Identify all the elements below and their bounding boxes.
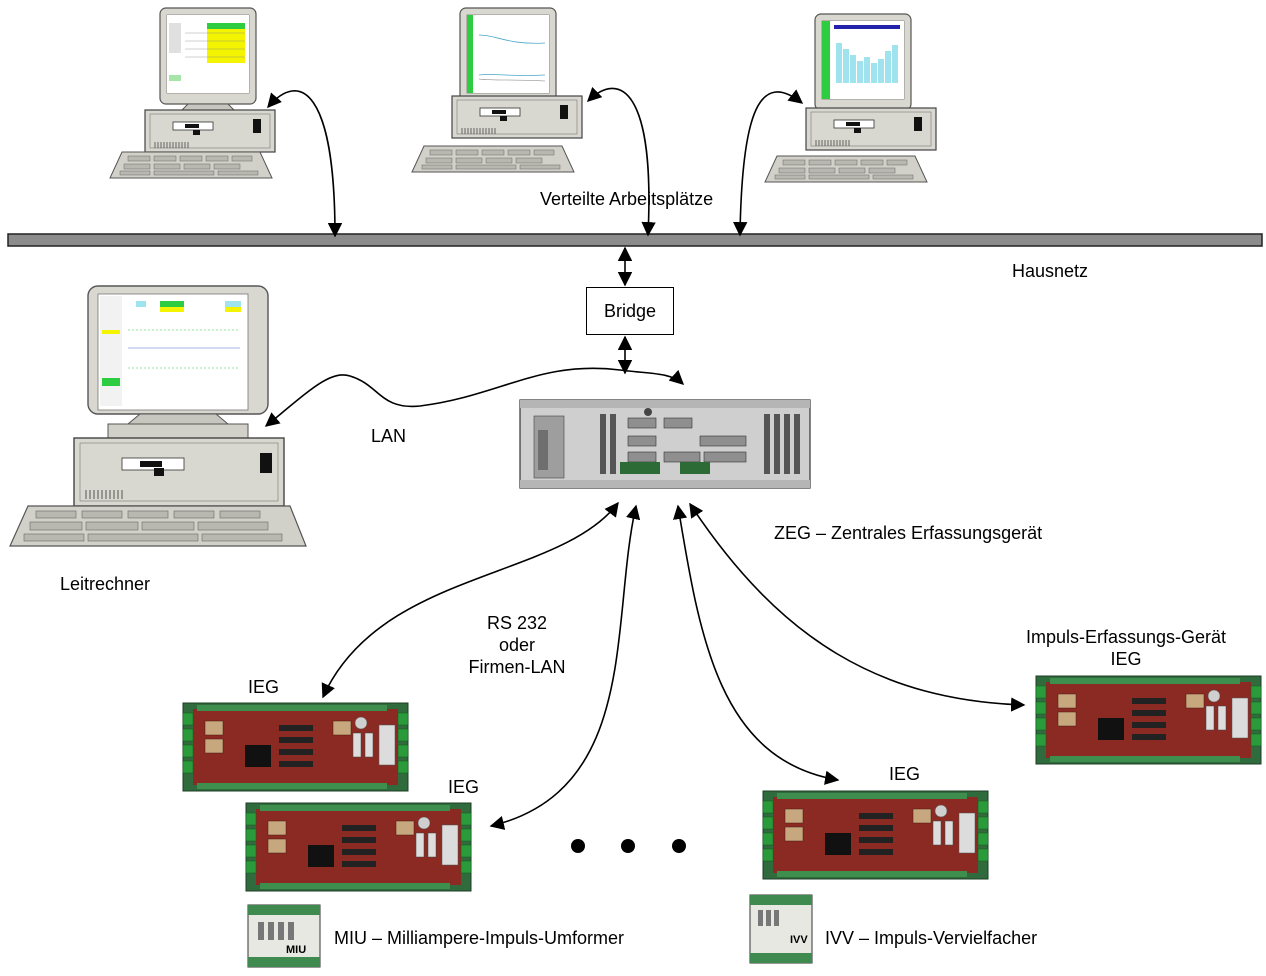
bridge-label: Bridge — [603, 300, 657, 321]
ivv-badge: IVV — [790, 934, 808, 946]
ieg-label-3: IEG — [889, 764, 921, 784]
zeg-label: ZEG – Zentrales Erfassungsgerät — [774, 523, 1043, 543]
workstation-connectors — [267, 86, 804, 238]
house-network-label: Hausnetz — [1012, 261, 1089, 281]
ieg-label-2: IEG — [448, 777, 480, 797]
control-computer — [9, 285, 307, 547]
lan-label: LAN — [371, 426, 407, 446]
ieg-full-label-line2: IEG — [1110, 649, 1142, 669]
bridge-box: Bridge — [586, 287, 674, 335]
rs232-label-line2: oder — [498, 635, 536, 655]
ieg-board-1 — [182, 702, 409, 792]
workstations-label: Verteilte Arbeitsplätze — [540, 189, 714, 209]
ieg-full-label: Impuls-Erfassungs-Gerät IEG — [1006, 626, 1246, 670]
rs232-label-line3: Firmen-LAN — [468, 657, 566, 677]
workstation-3 — [764, 13, 937, 183]
ivv-module — [749, 894, 813, 964]
ieg-full-label-line1: Impuls-Erfassungs-Gerät — [1025, 627, 1227, 647]
ieg-label-1: IEG — [248, 677, 280, 697]
zeg-device — [519, 399, 811, 489]
field-connectors — [321, 501, 1026, 830]
workstation-1 — [109, 7, 276, 179]
ieg-board-4 — [1035, 675, 1262, 765]
miu-module — [247, 904, 321, 968]
more-devices-dots — [571, 839, 686, 853]
miu-badge: MIU — [286, 944, 307, 956]
rs232-label: RS 232 oder Firmen-LAN — [455, 612, 579, 678]
miu-label: MIU – Milliampere-Impuls-Umformer — [334, 928, 625, 948]
workstation-2 — [411, 7, 583, 173]
house-network-bus — [7, 233, 1263, 247]
lan-connector — [264, 367, 685, 427]
ieg-board-2 — [245, 802, 472, 892]
ivv-label: IVV – Impuls-Vervielfacher — [825, 928, 1038, 948]
ieg-board-3 — [762, 790, 989, 880]
rs232-label-line1: RS 232 — [486, 613, 548, 633]
control-computer-label: Leitrechner — [60, 574, 151, 594]
